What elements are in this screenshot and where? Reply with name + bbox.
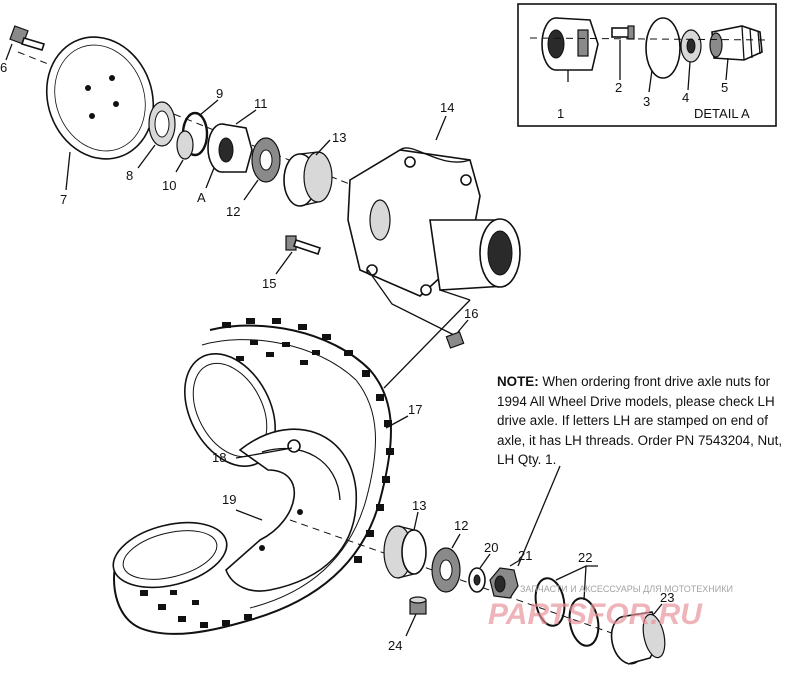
detail-a-panel: 1 2 3 4 5 DETAIL A [517,3,777,127]
detail-part-2-screw [611,25,635,40]
label-20: 20 [484,540,498,555]
label-12-lower: 12 [454,518,468,533]
detail-part-3-oring [645,17,681,79]
part-14-wheel-hub [347,147,521,297]
label-23: 23 [660,590,674,605]
part-19-rim-center [225,428,357,592]
part-13-race [283,151,333,207]
part-12-bearing [251,137,281,183]
part-17-rim-front [112,521,228,589]
part-21-axle-nut [489,567,519,599]
label-12: 12 [226,204,240,219]
part-17-tire [113,318,394,635]
part-24-lug-nut [409,596,427,615]
label-2: 2 [615,80,622,95]
label-18: 18 [212,450,226,465]
label-13: 13 [332,130,346,145]
label-13-lower: 13 [412,498,426,513]
part-12-bearing-lower [431,547,461,593]
label-11: 11 [254,96,268,111]
label-a: A [197,190,206,205]
note-body: When ordering front drive axle nuts for … [497,374,783,468]
label-24: 24 [388,638,402,653]
label-8: 8 [126,168,133,183]
detail-part-5-nut [709,25,763,61]
part-13-race-lower [383,525,427,579]
part-7-brake-disc [45,36,155,160]
part-10-spacer [176,130,194,160]
label-1: 1 [557,106,564,121]
part-6-bolt [9,25,46,51]
label-17: 17 [408,402,422,417]
detail-a-title: DETAIL A [694,106,750,121]
label-14: 14 [440,100,454,115]
part-8-seal [148,101,176,147]
part-11-hub-collar [207,123,253,173]
note-heading: NOTE: [497,374,539,389]
part-15-stud [285,235,322,256]
label-19: 19 [222,492,236,507]
label-9: 9 [216,86,223,101]
label-15: 15 [262,276,276,291]
label-6: 6 [0,60,7,75]
part-22-orings [534,577,600,647]
part-20-washer [468,567,486,593]
label-5: 5 [721,80,728,95]
watermark-tagline: ЗАПЧАСТИ И АКСЕССУАРЫ ДЛЯ МОТОТЕХНИКИ [520,584,733,594]
watermark-logo: PARTSFOR.RU [488,598,703,631]
part-16-lug-nut [445,331,465,349]
detail-part-1-collar [541,17,599,71]
label-21: 21 [518,548,532,563]
partsfor-watermark: ЗАПЧАСТИ И АКСЕССУАРЫ ДЛЯ МОТОТЕХНИКИ PA… [488,584,733,631]
label-10: 10 [162,178,176,193]
label-16: 16 [464,306,478,321]
detail-part-4-washer [680,29,702,63]
label-4: 4 [682,90,689,105]
label-7: 7 [60,192,67,207]
ordering-note: NOTE: When ordering front drive axle nut… [497,372,799,470]
label-22: 22 [578,550,592,565]
label-3: 3 [643,94,650,109]
part-23-hub-cap [610,611,666,665]
